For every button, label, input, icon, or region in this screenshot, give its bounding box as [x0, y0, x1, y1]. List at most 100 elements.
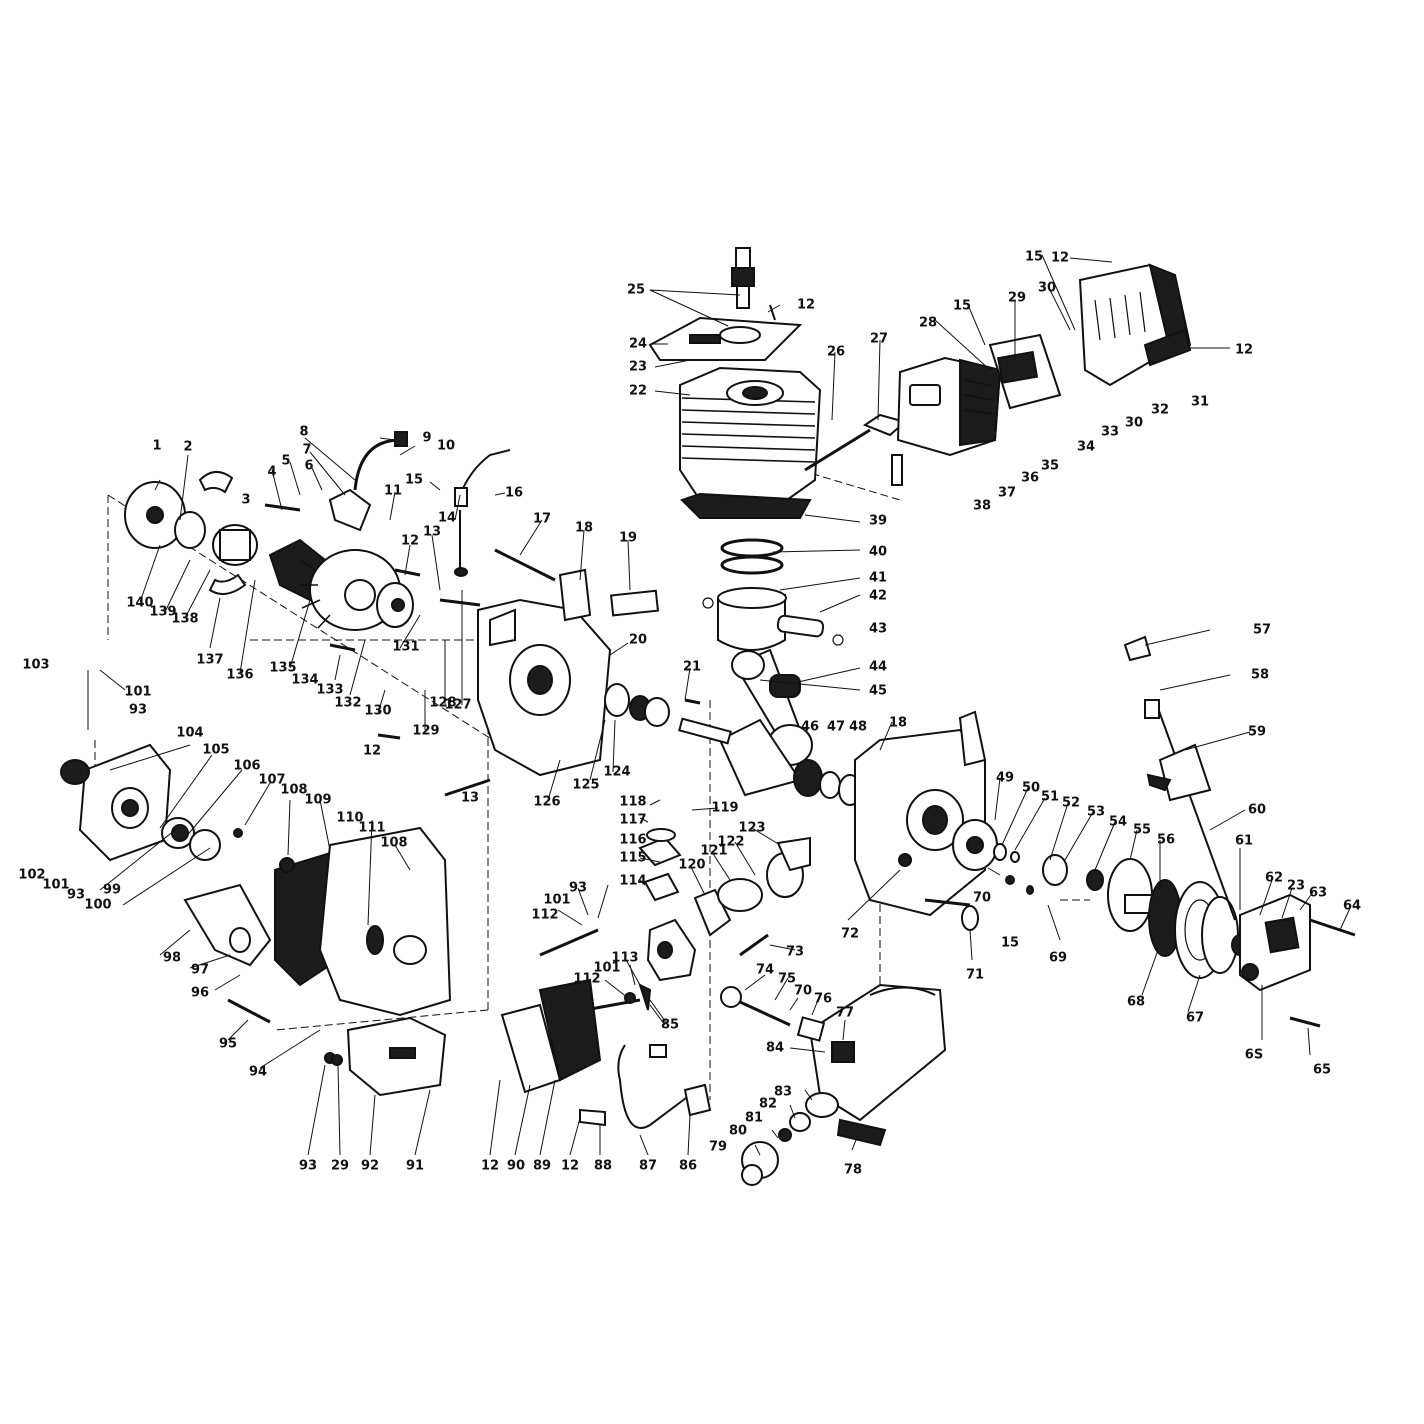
callout-74: 74	[756, 963, 774, 978]
callout-39: 39	[869, 514, 887, 529]
callout-53: 53	[1087, 805, 1105, 820]
callout-127: 127	[444, 698, 471, 713]
callout-105: 105	[202, 743, 229, 758]
callout-60: 60	[1248, 803, 1266, 818]
callout-49: 49	[996, 771, 1014, 786]
callout-11: 11	[384, 484, 402, 499]
callout-3: 3	[241, 493, 250, 508]
callout-30b: 30	[1125, 416, 1143, 431]
crankshaft-assembly	[678, 648, 862, 806]
callout-132: 132	[334, 696, 361, 711]
callout-12a: 12	[401, 534, 419, 549]
callout-25: 25	[627, 283, 645, 298]
callout-130: 130	[364, 704, 391, 719]
callout-80: 80	[729, 1124, 747, 1139]
callout-31: 31	[1191, 395, 1209, 410]
callout-139: 139	[149, 605, 176, 620]
callout-134: 134	[291, 673, 318, 688]
callout-13a: 13	[423, 525, 441, 540]
callout-8: 8	[299, 425, 308, 440]
callout-119: 119	[711, 801, 738, 816]
callout-12g: 12	[797, 298, 815, 313]
callout-86: 86	[679, 1159, 697, 1174]
callout-45: 45	[869, 684, 887, 699]
callout-2: 2	[183, 440, 192, 455]
callout-88: 88	[594, 1159, 612, 1174]
callout-42: 42	[869, 589, 887, 604]
callout-28: 28	[919, 316, 937, 331]
callout-46: 46	[801, 720, 819, 735]
callout-101b: 101	[124, 685, 151, 700]
callout-12c: 12	[481, 1159, 499, 1174]
callout-52: 52	[1062, 796, 1080, 811]
callout-111: 111	[358, 821, 385, 836]
callout-98: 98	[163, 951, 181, 966]
callout-23b: 23	[1287, 879, 1305, 894]
callout-101d: 101	[593, 961, 620, 976]
callout-1: 1	[152, 439, 161, 454]
callout-50: 50	[1022, 781, 1040, 796]
callout-91: 91	[406, 1159, 424, 1174]
callout-47: 47	[827, 720, 845, 735]
callout-135: 135	[269, 661, 296, 676]
callout-107: 107	[258, 773, 285, 788]
callout-110: 110	[336, 811, 363, 826]
callout-109: 109	[304, 793, 331, 808]
callout-33: 33	[1101, 425, 1119, 440]
callout-69: 69	[1049, 951, 1067, 966]
callout-117: 117	[619, 813, 646, 828]
callout-93a: 93	[299, 1159, 317, 1174]
callout-93b: 93	[67, 888, 85, 903]
callout-6: 6	[304, 459, 313, 474]
part-number-callouts: 1 2 3 4 5 6 7 8 9 10 11 12 13 14 15 16 1…	[18, 250, 1361, 1178]
callout-40: 40	[869, 545, 887, 560]
callout-70a: 70	[973, 891, 991, 906]
callout-6s: 6S	[1245, 1048, 1263, 1063]
callout-101a: 101	[42, 878, 69, 893]
callout-68: 68	[1127, 995, 1145, 1010]
callout-114: 114	[619, 874, 646, 889]
callout-76: 76	[814, 992, 832, 1007]
callout-29a: 29	[1008, 291, 1026, 306]
callout-100: 100	[84, 898, 111, 913]
callout-17: 17	[533, 512, 551, 527]
callout-43: 43	[869, 622, 887, 637]
callout-15b: 15	[1001, 936, 1019, 951]
callout-85: 85	[661, 1018, 679, 1033]
carburetor-assembly	[539, 828, 811, 1012]
callout-102: 102	[18, 868, 45, 883]
recoil-starter-assembly	[1107, 635, 1356, 1028]
callout-12f: 12	[1235, 343, 1253, 358]
callout-138: 138	[171, 612, 198, 627]
callout-99: 99	[103, 883, 121, 898]
callout-59: 59	[1248, 725, 1266, 740]
crankcase-right-half	[854, 710, 1104, 931]
callout-113: 113	[611, 951, 638, 966]
callout-112b: 112	[573, 972, 600, 987]
callout-121: 121	[700, 844, 727, 859]
callout-19: 19	[619, 531, 637, 546]
callout-82: 82	[759, 1097, 777, 1112]
callout-15a: 15	[405, 473, 423, 488]
callout-61: 61	[1235, 834, 1253, 849]
callout-131: 131	[392, 640, 419, 655]
callout-10: 10	[437, 439, 455, 454]
callout-136: 136	[226, 668, 253, 683]
callout-29b: 29	[331, 1159, 349, 1174]
callout-9: 9	[422, 431, 431, 446]
callout-97: 97	[191, 963, 209, 978]
callout-103: 103	[22, 658, 49, 673]
callout-37: 37	[998, 486, 1016, 501]
callout-55: 55	[1133, 823, 1151, 838]
callout-118: 118	[619, 795, 646, 810]
callout-89: 89	[533, 1159, 551, 1174]
callout-83: 83	[774, 1085, 792, 1100]
callout-90: 90	[507, 1159, 525, 1174]
callout-137: 137	[196, 653, 223, 668]
callout-16: 16	[505, 486, 523, 501]
callout-67: 67	[1186, 1011, 1204, 1026]
callout-104: 104	[176, 726, 203, 741]
callout-4: 4	[267, 465, 276, 480]
callout-64: 64	[1343, 899, 1361, 914]
